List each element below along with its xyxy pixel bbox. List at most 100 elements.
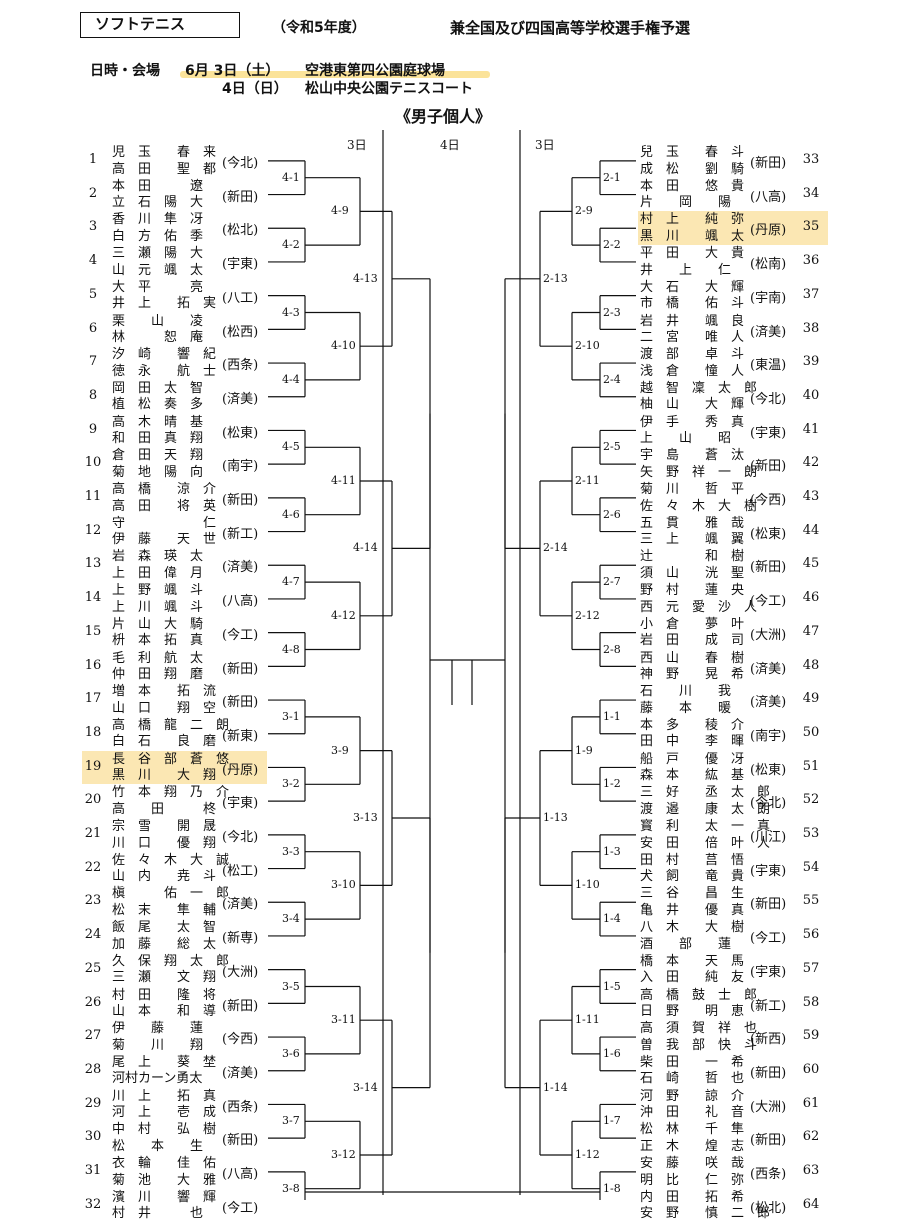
- player-name: 本 多 稜 介: [640, 717, 745, 733]
- school-name: (八工): [222, 290, 259, 306]
- player-pair: 衣 輪 佳 佑菊 池 大 雅: [112, 1156, 216, 1189]
- match-tag: 2-12: [574, 608, 601, 622]
- school-name: (新専): [222, 931, 259, 947]
- player-pair: 松 林 千 隼正 木 煌 志: [640, 1122, 744, 1155]
- school-name: (新田): [222, 493, 259, 508]
- match-tag: 2-7: [602, 575, 622, 589]
- player-pair: 越 智 凜 太 郎柚 山 大 輝: [640, 381, 757, 414]
- player-name: 立 石 陽 大: [112, 195, 204, 211]
- seed-number: 57: [802, 960, 820, 976]
- player-pair: 児 玉 春 来高 田 聖 都: [112, 145, 216, 178]
- player-name: 三 瀬 文 翔: [112, 970, 217, 986]
- school-name: (川江): [750, 830, 787, 845]
- seed-number: 53: [802, 826, 820, 841]
- seed-number: 46: [802, 590, 820, 606]
- seed-number: 24: [84, 927, 102, 943]
- school-name: (今工): [750, 931, 787, 947]
- seed-number: 51: [802, 758, 820, 774]
- player-name: 西 元 愛 沙 人: [640, 599, 758, 615]
- player-pair: 中 村 弘 樹松 本 生: [112, 1122, 216, 1155]
- player-name: 寳 利 太 一 真: [640, 819, 771, 834]
- seed-number: 4: [88, 253, 98, 269]
- player-pair: 宇 島 蒼 汰矢 野 祥 一 朗: [640, 448, 757, 481]
- seed-number: 41: [802, 421, 820, 437]
- player-name: 汐 崎 響 紀: [112, 347, 217, 363]
- seed-number: 18: [84, 724, 102, 740]
- match-tag: 4-14: [352, 541, 379, 555]
- seed-number: 39: [802, 354, 820, 370]
- player-pair: 高 橋 龍 二 朗白 石 良 磨: [112, 718, 229, 751]
- seed-number: 15: [84, 623, 102, 639]
- player-name: 菊 地 陽 向: [112, 464, 204, 480]
- match-tag: 3-7: [281, 1114, 301, 1128]
- match-tag: 2-3: [602, 305, 622, 319]
- seed-number: 25: [84, 960, 102, 976]
- school-name: (新工): [222, 526, 259, 542]
- player-pair: 片 山 大 騎枡 本 拓 真: [112, 617, 203, 650]
- seed-number: 27: [84, 1028, 102, 1044]
- school-name: (西条): [222, 358, 259, 374]
- seed-number: 33: [802, 152, 820, 167]
- school-name: (松西): [222, 324, 259, 340]
- school-name: (新田): [750, 1065, 787, 1081]
- player-pair: 汐 崎 響 紀徳 永 航 士: [112, 347, 216, 380]
- school-name: (新田): [750, 897, 787, 913]
- seed-number: 3: [88, 219, 98, 235]
- school-name: (宇東): [750, 863, 787, 879]
- player-name: 上 野 颯 斗: [112, 583, 204, 599]
- seed-number: 16: [84, 657, 102, 673]
- school-name: (今西): [750, 493, 787, 508]
- match-tag: 2-11: [574, 474, 601, 487]
- player-pair: 辻 和 樹須 山 洸 聖: [640, 549, 744, 582]
- school-name: (済美): [222, 391, 259, 407]
- player-name: 藤 本 暖: [640, 700, 732, 716]
- school-name: (宇東): [750, 964, 787, 980]
- school-name: (西条): [222, 1099, 259, 1115]
- player-name: 柴 田 一 希: [640, 1054, 745, 1070]
- match-tag: 3-12: [330, 1148, 357, 1161]
- player-name: 安 田 倍 叶 人: [640, 835, 771, 851]
- seed-number: 23: [84, 893, 102, 909]
- player-name: 高 橋 龍 二 朗: [112, 717, 230, 733]
- match-tag: 1-7: [602, 1114, 622, 1128]
- match-tag: 1-6: [602, 1046, 622, 1060]
- player-name: 三 瀬 陽 大: [112, 246, 204, 262]
- player-name: 高 橋 鼓 士 郎: [640, 987, 758, 1003]
- player-name: 高 須 賀 祥 也: [640, 1021, 758, 1037]
- school-name: (大洲): [750, 627, 787, 643]
- match-tag: 4-9: [330, 204, 350, 218]
- player-pair: 田 村 莒 悟犬 飼 竜 貴: [640, 853, 744, 886]
- match-tag: 4-3: [281, 305, 301, 319]
- player-name: 黒 川 颯 太: [640, 228, 745, 244]
- school-name: (宇東): [222, 257, 259, 273]
- seed-number: 54: [802, 859, 820, 875]
- player-pair: 毛 利 航 太仲 田 翔 磨: [112, 651, 203, 684]
- player-name: 入 田 純 友: [640, 970, 745, 986]
- player-name: 片 岡 陽: [640, 195, 732, 211]
- player-name: 渡 邉 康 太 朗: [640, 801, 771, 817]
- player-name: 和 田 真 翔: [112, 431, 204, 447]
- player-name: 橋 本 天 馬: [640, 953, 745, 969]
- seed-number: 44: [802, 522, 820, 538]
- seed-number: 5: [88, 286, 98, 302]
- match-tag: 3-11: [330, 1013, 357, 1027]
- player-name: 平 田 大 貴: [640, 246, 745, 262]
- player-name: 倉 田 天 翔: [112, 448, 204, 464]
- seed-number: 9: [88, 421, 98, 437]
- player-name: 五 貫 雅 哉: [640, 515, 745, 531]
- match-tag: 3-4: [281, 912, 301, 926]
- match-tag: 1-3: [602, 844, 622, 858]
- seed-number: 48: [802, 657, 820, 673]
- player-name: 高 田 聖 都: [112, 161, 217, 177]
- player-name: 菊 池 大 雅: [112, 1172, 217, 1188]
- match-tag: 1-2: [602, 777, 622, 791]
- player-pair: 石 川 我藤 本 暖: [640, 684, 731, 717]
- seed-number: 19: [84, 758, 102, 774]
- match-tag: 1-13: [542, 811, 569, 824]
- seed-number: 58: [802, 994, 820, 1010]
- seed-number: 61: [802, 1095, 820, 1111]
- match-tag: 1-5: [602, 979, 622, 993]
- school-name: (松東): [750, 762, 787, 778]
- seed-number: 20: [84, 792, 102, 808]
